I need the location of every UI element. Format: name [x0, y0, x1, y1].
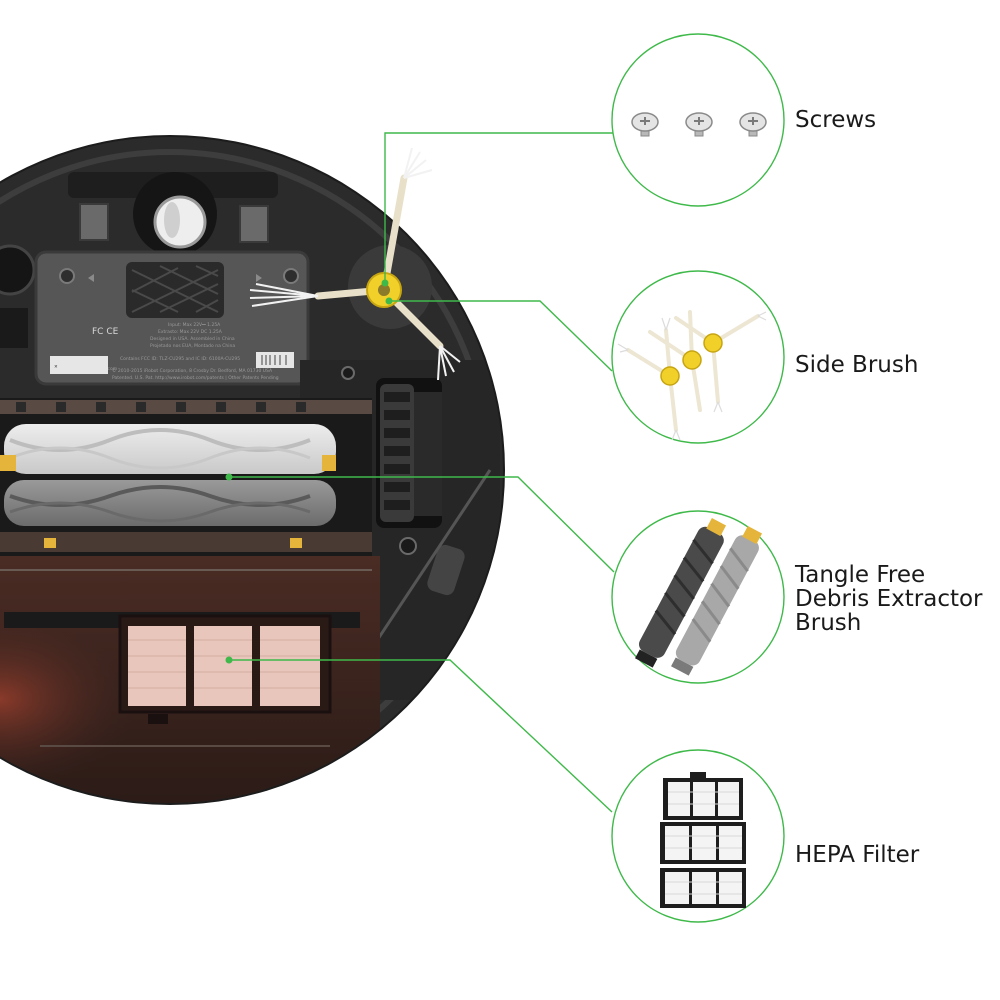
extractor-brush-label: Tangle Free Debris Extractor Brush: [795, 562, 983, 636]
caster-wheel: [153, 195, 207, 249]
svg-text:✕: ✕: [54, 365, 58, 370]
cliff-sensor-left: [79, 203, 109, 241]
label-line-3: Designed in USA. Assembled in China: [150, 336, 235, 342]
fcc-line: Contains FCC ID: TLZ-CU295 and IC ID: 61…: [120, 356, 240, 362]
charging-contact: [0, 244, 36, 296]
label-line-1: Input: Max 22V⎓ 1.25A: [168, 322, 221, 328]
callout-line-screws: [384, 132, 613, 283]
side-brush-icon: [617, 310, 767, 441]
certification-marks: FC CE: [92, 327, 119, 337]
callout-line-hepa: [229, 659, 613, 813]
extractor-brush-icon: [635, 517, 763, 676]
callout-dot-extractor-brush: [225, 473, 233, 481]
screws-icon: [631, 112, 767, 137]
callout-dot-hepa: [225, 656, 233, 664]
screws-label: Screws: [795, 107, 877, 133]
left-panel: [0, 308, 28, 348]
debris-extractor-upper-roller: [4, 424, 336, 474]
label-line-2: Extrasto: Max 22V DC 1.25A: [158, 329, 223, 335]
callout-dot-screws: [381, 279, 389, 287]
copyright-line-2: Patented. U.S. Pat. http://www.irobot.co…: [112, 375, 279, 381]
callout-line-side-brush: [389, 300, 613, 372]
callout-lines: [229, 132, 615, 813]
label-line-4: Projetado nos EUA, Montado na China: [150, 343, 235, 349]
bin-release-button: [427, 544, 465, 596]
url-sticker: [50, 356, 108, 374]
hepa-filter-icon: [660, 772, 746, 908]
cliff-sensor-right: [239, 205, 269, 243]
robot-vacuum-bottom-view: FC CE Input: Max 22V⎓ 1.25A Extrasto: Ma…: [0, 135, 505, 805]
side-brush-installed: [249, 147, 461, 381]
debris-extractor-lower-roller: [4, 480, 336, 526]
callout-dot-side-brush: [385, 297, 393, 305]
callout-line-extractor-brush: [229, 476, 615, 573]
copyright-line-1: © 2010-2015 iRobot Corporation, 8 Crosby…: [112, 367, 273, 374]
hepa-filter-label: HEPA Filter: [795, 842, 920, 868]
side-brush-label: Side Brush: [795, 352, 919, 378]
